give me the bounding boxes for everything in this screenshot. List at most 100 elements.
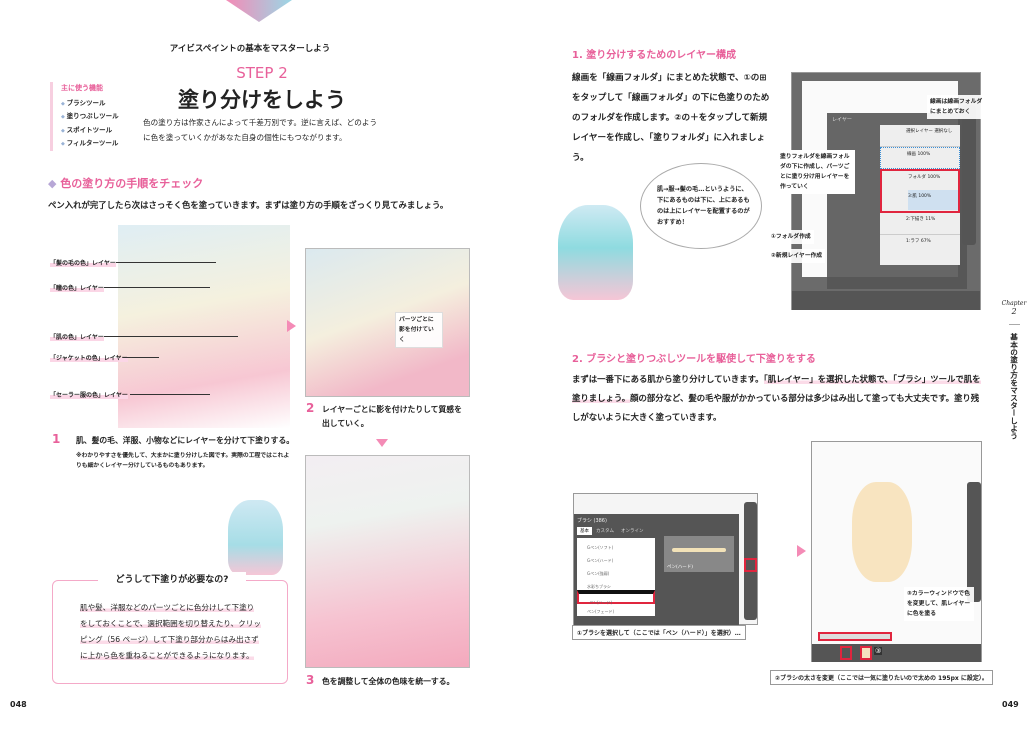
layer-value: 67% <box>920 239 931 244</box>
bottom-toolbar[interactable] <box>792 291 980 310</box>
section1-body: 線画を「線画フォルダ」にまとめた状態で、①の⊞をタップして「線画フォルダ」の下に… <box>572 73 770 163</box>
section-heading: ◆ 色の塗り方の手順をチェック <box>48 175 203 191</box>
leader-line <box>123 357 159 358</box>
brush-tab[interactable]: オンライン <box>621 529 644 534</box>
leader-line <box>104 336 238 337</box>
skin-paint-area <box>852 482 912 582</box>
section2-heading: 2. ブラシと塗りつぶしツールを駆使して下塗りをする <box>572 354 816 365</box>
chapter-label: Chapter <box>1001 300 1027 307</box>
layer-row[interactable]: 2:下描き 11% <box>880 213 960 235</box>
info-box-text: 肌や髪、洋服などのパーツごとに色分けして下塗り をしておくことで、選択範囲を切り… <box>80 600 270 664</box>
layer-list[interactable]: 選択レイヤー 選択なし 線画 100% フォルダ 100%3:肌 100% 2:… <box>880 125 960 265</box>
brush-tab[interactable]: 基本 <box>577 527 592 535</box>
info-line: 肌や髪、洋服などのパーツごとに色分けして下塗り <box>80 603 255 612</box>
section2-body: まずは一番下にある肌から塗り分けしていきます。「肌レイヤー」を選択した状態で、「… <box>572 370 984 427</box>
sidebar-title: 主に使う機能 <box>61 84 103 92</box>
layer-label-sailor: 「セーラー服の色」レイヤー <box>50 390 128 399</box>
sidebar-item: 塗りつぶしツール <box>61 110 120 124</box>
layer-name: 線画 <box>907 152 916 157</box>
layer-name: 3:肌 <box>908 194 917 199</box>
chapter-title: 基本の塗り方をマスターしよう <box>1008 324 1020 439</box>
body-text: 顔の部分など、髪の毛や服がかかっている部分は多少はみ出して塗っても大丈夫です。塗… <box>572 393 980 422</box>
layer-name: フォルダ <box>908 175 926 180</box>
brush-item-selected[interactable]: ペン(ハード) <box>577 590 655 605</box>
diamond-icon: ◆ <box>48 177 61 190</box>
info-line: をしておくことで、選択範囲を切り替えたり、クリッ <box>80 619 261 628</box>
layer-row[interactable]: 線画 100% <box>880 147 960 169</box>
arrow-right-icon <box>797 545 806 557</box>
brush-selected-name: ペン(ハード) <box>667 565 694 570</box>
info-line: に上から色を重ねることができるようになります。 <box>80 651 254 660</box>
layer-panel-title: レイヤー <box>832 117 852 123</box>
leader-line <box>104 287 210 288</box>
tool-toolbar[interactable] <box>967 482 981 602</box>
callout-lineart: 線画は線画フォルダにまとめておく <box>927 95 987 119</box>
step-caption: レイヤーごとに影を付けたりして質感を出していく。 <box>322 405 462 428</box>
chapter-tab: Chapter 2 基本の塗り方をマスターしよう <box>996 300 1032 439</box>
caption-brush-size: ②ブラシの太さを変更（ここでは一気に塗りたいので太めの 195px に設定）。 <box>770 670 993 685</box>
info-line: ピング（56 ページ）して下塗り部分からはみ出さず <box>80 635 259 644</box>
layer-name: 選択レイヤー <box>906 129 933 134</box>
arrow-down-icon <box>376 439 388 447</box>
sidebar-item: フィルターツール <box>61 137 120 151</box>
layer-label-hair: 「髪の毛の色」レイヤー <box>50 258 116 267</box>
page-title: 塗り分けをしよう <box>178 88 346 112</box>
callout-shading: パーツごとに影を付けていく <box>395 312 443 348</box>
top-triangle-ornament <box>226 0 292 22</box>
brush-panel-screenshot: ブラシ (386) 基本 カスタム オンライン Gペン(ソフト) Gペン(ハード… <box>573 493 758 626</box>
brush-tool-button[interactable] <box>744 558 757 572</box>
chibi-character-illustration <box>228 500 283 575</box>
brush-item[interactable]: 水彩ちブラシ <box>587 584 611 589</box>
page-number-right: 049 <box>1002 700 1019 709</box>
layer-row[interactable]: 1:ラフ 67% <box>880 235 960 257</box>
painting-screenshot: ③カラーウィンドウで色を変更して、肌レイヤーに色を塗る ③ <box>811 441 982 662</box>
layer-value: 100% <box>918 194 932 199</box>
speech-bubble: 肌→服→髪の毛…というように、下にあるものは下に、上にあるものは上にレイヤーを配… <box>640 163 762 249</box>
tool-toolbar[interactable] <box>744 502 757 620</box>
layer-label-jacket: 「ジャケットの色」レイヤー <box>50 353 128 362</box>
illustration-shading <box>305 248 470 397</box>
layer-value: 100% <box>927 175 941 180</box>
step-number: 1 <box>52 432 61 446</box>
features-sidebar: 主に使う機能 ブラシツール 塗りつぶしツール スポイトツール フィルターツール <box>50 82 120 151</box>
chapter-number: 2 <box>1011 307 1017 316</box>
layer-label-eye: 「瞳の色」レイヤー <box>50 283 104 292</box>
brush-item[interactable]: Gペン(強弱) <box>587 571 610 576</box>
info-box-title: どうして下塗りが必要なの? <box>98 572 246 585</box>
brush-item[interactable]: Gペン(ソフト) <box>587 545 614 550</box>
layer-panel-screenshot: レイヤー 選択レイヤー 選択なし 線画 100% フォルダ 100%3:肌 10… <box>791 72 987 310</box>
caption-select-brush: ①ブラシを選択して（ここでは「ペン（ハード）」を選択）… <box>572 625 746 640</box>
page-number-left: 048 <box>10 700 27 709</box>
brush-tab[interactable]: カスタム <box>596 529 614 534</box>
page-description: 色の塗り方は作家さんによって千差万別です。逆に言えば、どのように色を塗っていくか… <box>143 118 378 142</box>
leader-line <box>130 394 210 395</box>
color-button[interactable] <box>860 646 872 660</box>
layer-name: 2:下描き <box>906 217 924 222</box>
body-text: まずは一番下にある肌から塗り分けしていきます。 <box>572 374 764 384</box>
illustration-final <box>305 455 470 668</box>
layer-row-folder[interactable]: フォルダ 100%3:肌 100% <box>880 169 960 213</box>
step-marker: ③ <box>874 647 883 655</box>
brush-size-button[interactable] <box>840 646 852 660</box>
layer-name: 1:ラフ <box>906 239 920 244</box>
arrow-right-icon <box>287 320 296 332</box>
brush-item[interactable]: Gペン(ハード) <box>587 558 614 563</box>
chibi-character-illustration <box>558 205 633 300</box>
layer-value: 11% <box>925 217 936 222</box>
layer-label-skin: 「肌の色」レイヤー <box>50 332 104 341</box>
callout-paint-folder: 塗りフォルダを線画フォルダの下に作成し、パーツごとに塗り分け用レイヤーを作ってい… <box>777 150 855 194</box>
layer-value: 100% <box>917 152 931 157</box>
layer-row[interactable]: 選択レイヤー 選択なし <box>880 125 960 147</box>
brush-size-slider[interactable] <box>818 632 892 641</box>
tool-toolbar[interactable] <box>962 105 976 245</box>
step-label: STEP 2 <box>236 64 288 82</box>
bottom-toolbar[interactable]: ③ <box>812 644 981 662</box>
section1-heading: 1. 塗り分けするためのレイヤー構成 <box>572 50 736 61</box>
step-number: 2 <box>306 401 315 415</box>
callout-create-folder: ①フォルダ作成 <box>768 230 814 244</box>
brush-item[interactable]: ペン(フェード) <box>587 609 615 614</box>
sidebar-item: スポイトツール <box>61 124 120 138</box>
callout-color-window: ③カラーウィンドウで色を変更して、肌レイヤーに色を塗る <box>904 587 974 621</box>
step-note: ※わかりやすさを優先して、大まかに塗り分けした図です。実際の工程ではこれよりも細… <box>76 453 290 469</box>
leader-line <box>116 262 216 263</box>
